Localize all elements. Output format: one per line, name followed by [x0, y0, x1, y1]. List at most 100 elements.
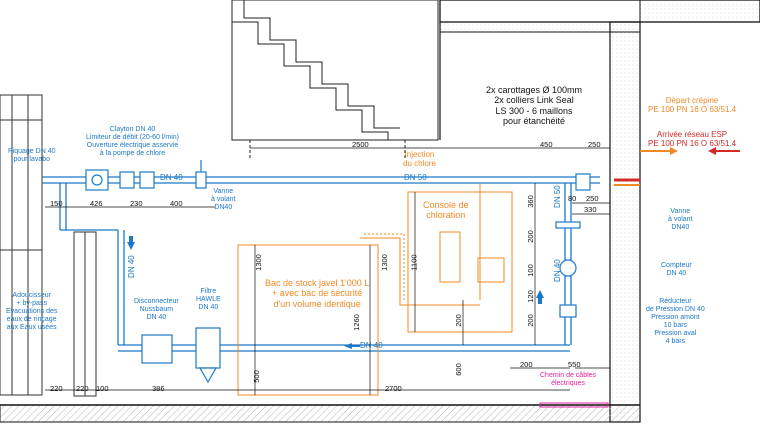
- bac-line-1: Bac de stock javel 1'000 L: [265, 278, 370, 288]
- console-label: Console de chloration: [423, 200, 469, 221]
- filtre-line-2: HAWLE: [196, 296, 221, 304]
- dim-500: 500: [251, 370, 261, 383]
- pipe-label-dn40-top: DN 40: [160, 173, 183, 182]
- dimension-lines: [45, 147, 610, 395]
- clayton-label: Clayton DN 40 Limiteur de débit (20-60 l…: [86, 126, 179, 158]
- reducteur-line-6: 4 bars: [665, 338, 686, 346]
- filtre-line-3: DN 40: [198, 304, 219, 312]
- clayton-line-3: Ouverture électrique asservie: [86, 142, 179, 150]
- vanne-right-line-3: DN40: [671, 224, 690, 232]
- piquage-line-2: pour lavabo: [13, 156, 51, 164]
- disconnecteur-label: Disconnecteur Nussbaum DN 40: [134, 298, 179, 322]
- console-line-1: Console de: [423, 200, 469, 210]
- carottages-line-3: LS 300 - 6 maillons: [495, 105, 573, 116]
- dim-330: 330: [584, 205, 597, 214]
- pipe-label-dn40-vertical-left: DN 40: [126, 255, 136, 278]
- clayton-line-2: Limiteur de débit (20-60 l/min): [86, 134, 179, 142]
- chemin-line-2: électriques: [551, 380, 585, 388]
- depart-line-2: PE 100 PN 16 O 63/51.4: [648, 105, 737, 115]
- disconnecteur-line-3: DN 40: [146, 314, 167, 322]
- dim-80: 80: [568, 194, 577, 203]
- vanne-right-label: Vanne à volant DN40: [668, 208, 693, 232]
- dim-250-mid: 250: [586, 194, 599, 203]
- pipe-label-dn40-bottom: DN 40: [360, 341, 383, 350]
- dim-bottom-2700: 2700: [385, 384, 402, 393]
- disconnecteur-line-1: Disconnecteur: [134, 298, 179, 305]
- carottages-line-4: pour étanchéité: [503, 116, 566, 127]
- dim-230: 230: [130, 199, 143, 208]
- chemin-label: Chemin de câbles électriques: [540, 372, 596, 388]
- depart-line-1: Départ crépine: [665, 96, 719, 105]
- vanne-left-line-2: à volant: [211, 196, 236, 204]
- adoucisseur-line-3: Evacuations des: [6, 308, 58, 316]
- dim-1300-a: 1300: [253, 254, 263, 271]
- dim-250-top: 250: [588, 140, 601, 149]
- vanne-left-line-3: DN40: [214, 204, 233, 212]
- dim-550: 550: [568, 360, 581, 369]
- carottages-note: 2x carottages Ø 100mm 2x colliers Link S…: [486, 85, 582, 126]
- arrivee-line-1: Arrivée réseau ESP: [656, 130, 728, 139]
- filtre-line-1: Filtre: [200, 288, 217, 295]
- piquage-line-1: Piquage DN 40: [8, 148, 56, 155]
- carottages-line-1: 2x carottages Ø 100mm: [486, 85, 583, 95]
- cable-tray: [539, 402, 609, 408]
- chemin-line-1: Chemin de câbles: [540, 372, 597, 379]
- injection-line-1: Injection: [404, 150, 435, 159]
- dim-150: 150: [50, 199, 63, 208]
- dim-450: 450: [540, 140, 553, 149]
- filtre-label: Filtre HAWLE DN 40: [196, 288, 221, 312]
- vanne-right-line-1: Vanne: [670, 208, 691, 215]
- adoucisseur-label: Adoucisseur + by-pass Evacuations des ea…: [6, 292, 57, 332]
- arrivee-line-2: PE 100 PN 16 O 63/51.4: [648, 139, 737, 149]
- vanne-right-line-2: à volant: [668, 216, 693, 224]
- piquage-label: Piquage DN 40 pour lavabo: [8, 148, 55, 164]
- bac-line-2: + avec bac de sécurité: [271, 288, 363, 299]
- depart-label: Départ crépine PE 100 PN 16 O 63/51.4: [648, 96, 736, 114]
- building-walls: [0, 0, 760, 423]
- clayton-line-1: Clayton DN 40: [109, 126, 156, 133]
- dim-200-r2: 200: [525, 314, 535, 327]
- adoucisseur-unit: [0, 94, 97, 397]
- dim-bottom-100: 100: [96, 384, 109, 393]
- dim-bottom-386: 386: [152, 384, 165, 393]
- compteur-line-1: Compteur: [661, 262, 692, 269]
- dim-1300-b: 1300: [379, 254, 389, 271]
- injection-label: Injection du chlore: [403, 150, 436, 168]
- adoucisseur-line-2: + by-pass: [16, 300, 47, 308]
- disconnecteur-line-2: Nussbaum: [139, 306, 174, 314]
- clayton-line-4: à la pompe de chlore: [99, 150, 166, 158]
- dim-360: 360: [525, 195, 535, 208]
- adoucisseur-line-1: Adoucisseur: [12, 292, 51, 299]
- reducteur-label: Réducteur de Pression DN 40 Pression amo…: [646, 298, 705, 346]
- staircase: [231, 0, 439, 160]
- blue-pipes: [42, 176, 600, 352]
- adoucisseur-line-4: eaux de rinçage: [6, 316, 57, 324]
- pipe-label-dn50-top: DN 50: [404, 173, 427, 182]
- reducteur-line-5: Pression aval: [654, 330, 697, 338]
- pipe-label-dn40-vertical-right: DN 40: [552, 259, 562, 282]
- dim-120: 120: [525, 290, 535, 303]
- dim-426: 426: [90, 199, 103, 208]
- dim-1100: 1100: [409, 254, 419, 271]
- injection-line-2: du chlore: [403, 159, 436, 169]
- vanne-left-line-1: Vanne: [213, 188, 234, 195]
- reducteur-line-1: Réducteur: [659, 298, 692, 305]
- reducteur-line-3: Pression amont: [651, 314, 700, 322]
- reducteur-line-2: de Pression DN 40: [646, 306, 705, 314]
- dim-1260: 1260: [351, 314, 361, 331]
- bac-line-3: d'un volume identique: [273, 298, 361, 309]
- dim-200-r1: 200: [525, 230, 535, 243]
- dim-600: 600: [453, 363, 463, 376]
- dim-200-b: 200: [520, 360, 533, 369]
- right-fittings: [555, 173, 591, 318]
- vanne-left-label: Vanne à volant DN40: [211, 188, 236, 212]
- compteur-line-2: DN 40: [666, 270, 687, 278]
- bac-label: Bac de stock javel 1'000 L + avec bac de…: [265, 278, 369, 309]
- reducteur-line-4: 10 bars: [663, 322, 688, 330]
- arrivee-label: Arrivée réseau ESP PE 100 PN 16 O 63/51.…: [648, 130, 736, 148]
- adoucisseur-line-5: aux Eaux usées: [6, 324, 57, 332]
- compteur-label: Compteur DN 40: [661, 262, 692, 278]
- left-fittings: [85, 160, 221, 384]
